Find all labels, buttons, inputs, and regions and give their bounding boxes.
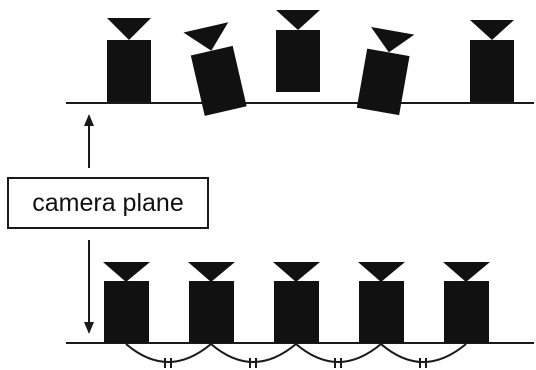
spacing-arc-4 bbox=[380, 343, 467, 363]
spacing-arc-2 bbox=[210, 343, 297, 363]
down-arrow bbox=[84, 240, 94, 334]
spacing-arc-1 bbox=[125, 343, 212, 363]
bottom-camera-4 bbox=[358, 262, 405, 343]
top-camera-1 bbox=[107, 18, 151, 102]
camera-icon bbox=[188, 262, 235, 282]
camera-icon bbox=[107, 18, 151, 40]
bottom-camera-3 bbox=[273, 262, 320, 343]
camera-icon bbox=[358, 262, 405, 282]
bottom-camera-5 bbox=[443, 262, 490, 343]
up-arrow bbox=[84, 114, 94, 168]
top-camera-3 bbox=[276, 10, 320, 92]
camera-plane-label: camera plane bbox=[32, 188, 184, 217]
top-camera-4 bbox=[356, 26, 415, 116]
camera-icon bbox=[443, 262, 490, 282]
camera-plane-label-box: camera plane bbox=[7, 177, 209, 229]
spacing-arc-3 bbox=[295, 343, 382, 363]
camera-icon bbox=[276, 10, 320, 30]
top-camera-5 bbox=[470, 20, 514, 102]
equal-mark-4 bbox=[419, 358, 427, 368]
camera-icon bbox=[273, 262, 320, 282]
top-camera-2 bbox=[183, 22, 247, 116]
equal-mark-2 bbox=[249, 358, 257, 368]
camera-icon bbox=[371, 26, 415, 53]
camera-icon bbox=[183, 22, 229, 51]
camera-icon bbox=[103, 262, 150, 282]
bottom-camera-1 bbox=[103, 262, 150, 343]
equal-mark-3 bbox=[334, 358, 342, 368]
equal-spacing-marks bbox=[164, 358, 427, 368]
equal-mark-1 bbox=[164, 358, 172, 368]
spacing-arcs bbox=[125, 343, 467, 363]
camera-icon bbox=[470, 20, 514, 40]
bottom-camera-2 bbox=[188, 262, 235, 343]
